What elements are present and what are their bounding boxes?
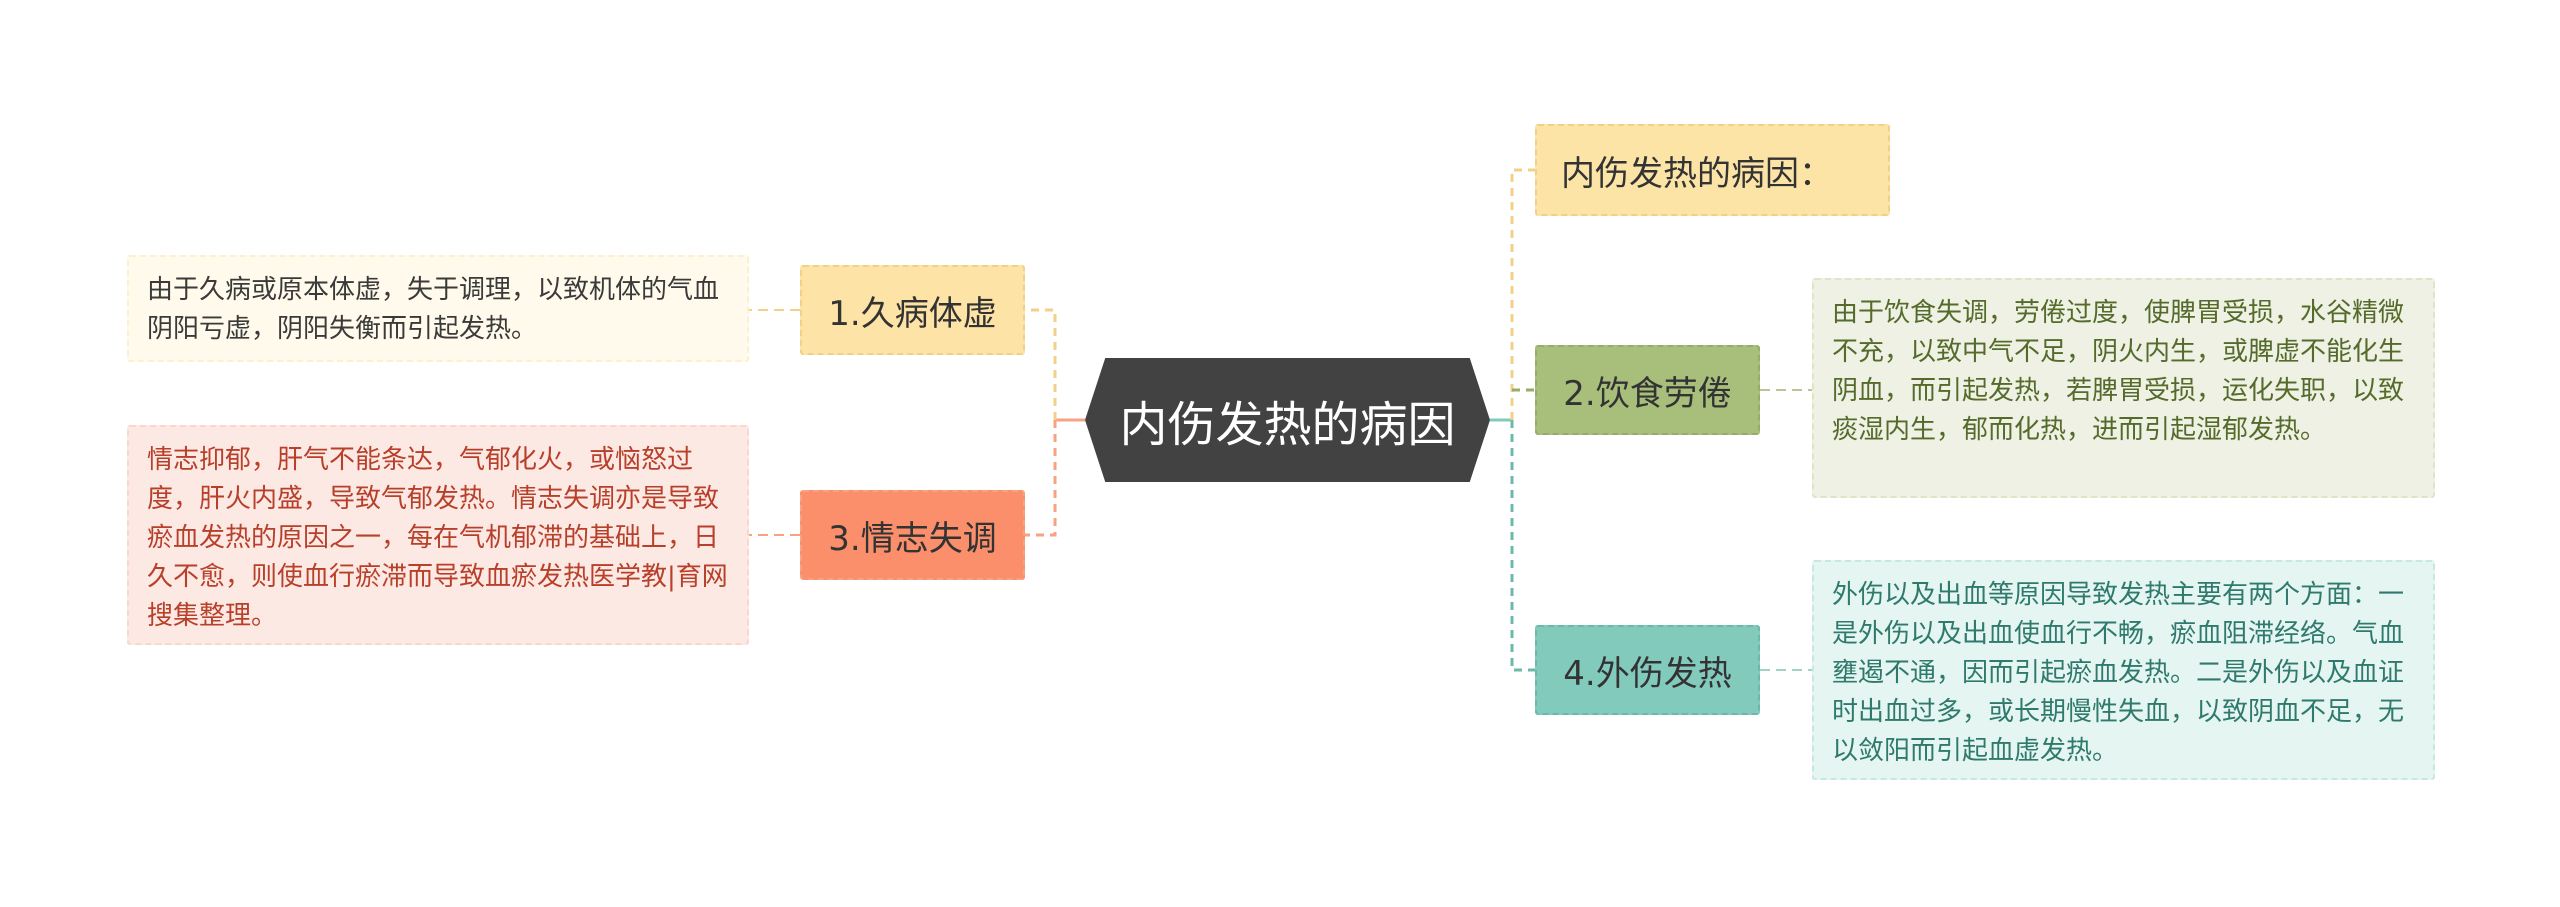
branch-note-3[interactable]: 情志抑郁，肝气不能条达，气郁化火，或恼怒过度，肝火内盛，导致气郁发热。情志失调亦… xyxy=(127,425,749,645)
branch-topic-3-label: 3.情志失调 xyxy=(828,518,997,559)
branch-topic-1-label: 1.久病体虚 xyxy=(828,293,997,334)
branch-note-1[interactable]: 由于久病或原本体虚，失于调理，以致机体的气血阴阳亏虚，阴阳失衡而引起发热。 xyxy=(127,255,749,362)
branch-note-2[interactable]: 由于饮食失调，劳倦过度，使脾胃受损，水谷精微不充，以致中气不足，阴火内生，或脾虚… xyxy=(1812,278,2435,498)
branch-note-4-text: 外伤以及出血等原因导致发热主要有两个方面：一是外伤以及出血使血行不畅，瘀血阻滞经… xyxy=(1832,580,2405,766)
link-branch3 xyxy=(1025,420,1057,537)
branch-topic-1[interactable]: 1.久病体虚 xyxy=(800,265,1025,355)
branch-topic-4-label: 4.外伤发热 xyxy=(1563,653,1732,694)
link-branch1 xyxy=(1025,308,1057,420)
branch-topic-3[interactable]: 3.情志失调 xyxy=(800,490,1025,580)
branch-note-2-text: 由于饮食失调，劳倦过度，使脾胃受损，水谷精微不充，以致中气不足，阴火内生，或脾虚… xyxy=(1832,298,2405,445)
branch-topic-2-label: 2.饮食劳倦 xyxy=(1563,373,1732,414)
branch-topic-4[interactable]: 4.外伤发热 xyxy=(1535,625,1760,715)
intro-topic[interactable]: 内伤发热的病因： xyxy=(1535,124,1890,216)
branch-note-1-text: 由于久病或原本体虚，失于调理，以致机体的气血阴阳亏虚，阴阳失衡而引起发热。 xyxy=(147,275,720,344)
central-topic-label: 内伤发热的病因 xyxy=(1119,397,1456,453)
link-branch4 xyxy=(1510,420,1535,672)
branch-note-3-text: 情志抑郁，肝气不能条达，气郁化火，或恼怒过度，肝火内盛，导致气郁发热。情志失调亦… xyxy=(147,445,728,631)
central-topic[interactable]: 内伤发热的病因 xyxy=(1085,358,1490,482)
intro-topic-label: 内伤发热的病因： xyxy=(1561,153,1833,194)
link-intro xyxy=(1510,168,1535,420)
branch-topic-2[interactable]: 2.饮食劳倦 xyxy=(1535,345,1760,435)
branch-note-4[interactable]: 外伤以及出血等原因导致发热主要有两个方面：一是外伤以及出血使血行不畅，瘀血阻滞经… xyxy=(1812,560,2435,780)
